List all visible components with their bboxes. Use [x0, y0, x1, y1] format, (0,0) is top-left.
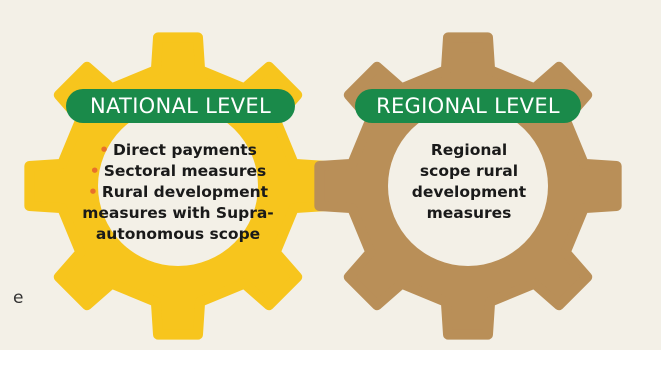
national-measure-item: •Rural development	[87, 183, 269, 201]
regional-level-badge: REGIONAL LEVEL	[355, 89, 581, 123]
national-level-title: NATIONAL LEVEL	[90, 94, 271, 118]
regional-gear-hole	[388, 106, 548, 266]
national-measures-list: •Direct payments •Sectoral measures •Rur…	[58, 140, 298, 245]
regional-measure-line: Regional	[430, 141, 508, 159]
bullet-icon: •	[99, 141, 110, 159]
regional-measure-line: development	[411, 183, 527, 201]
national-measure-item: •Direct payments	[99, 141, 257, 159]
bullet-icon: •	[87, 183, 98, 201]
regional-measure-line: scope rural	[419, 162, 519, 180]
regional-measure-line: measures	[426, 204, 512, 222]
regional-measures-text: Regional scope rural development measure…	[395, 140, 543, 224]
national-level-badge: NATIONAL LEVEL	[66, 89, 295, 123]
stray-text-fragment: e	[13, 288, 24, 308]
national-gear-hole	[98, 106, 258, 266]
bullet-icon: •	[89, 162, 100, 180]
national-measure-continuation: autonomous scope	[95, 225, 261, 243]
national-measure-continuation: measures with Supra-	[82, 204, 274, 222]
national-measure-item: •Sectoral measures	[89, 162, 267, 180]
regional-level-title: REGIONAL LEVEL	[376, 94, 560, 118]
